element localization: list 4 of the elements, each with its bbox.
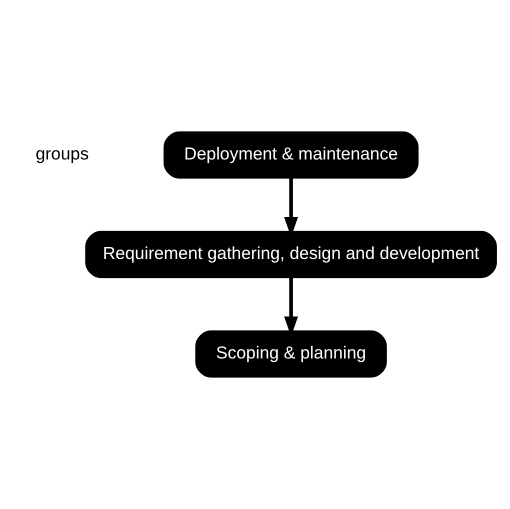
label: groups [36, 144, 89, 164]
node-box: Requirement gathering, design and development [85, 230, 497, 278]
node-box: Deployment & maintenance [164, 131, 419, 179]
node-box: Scoping & planning [195, 330, 387, 378]
